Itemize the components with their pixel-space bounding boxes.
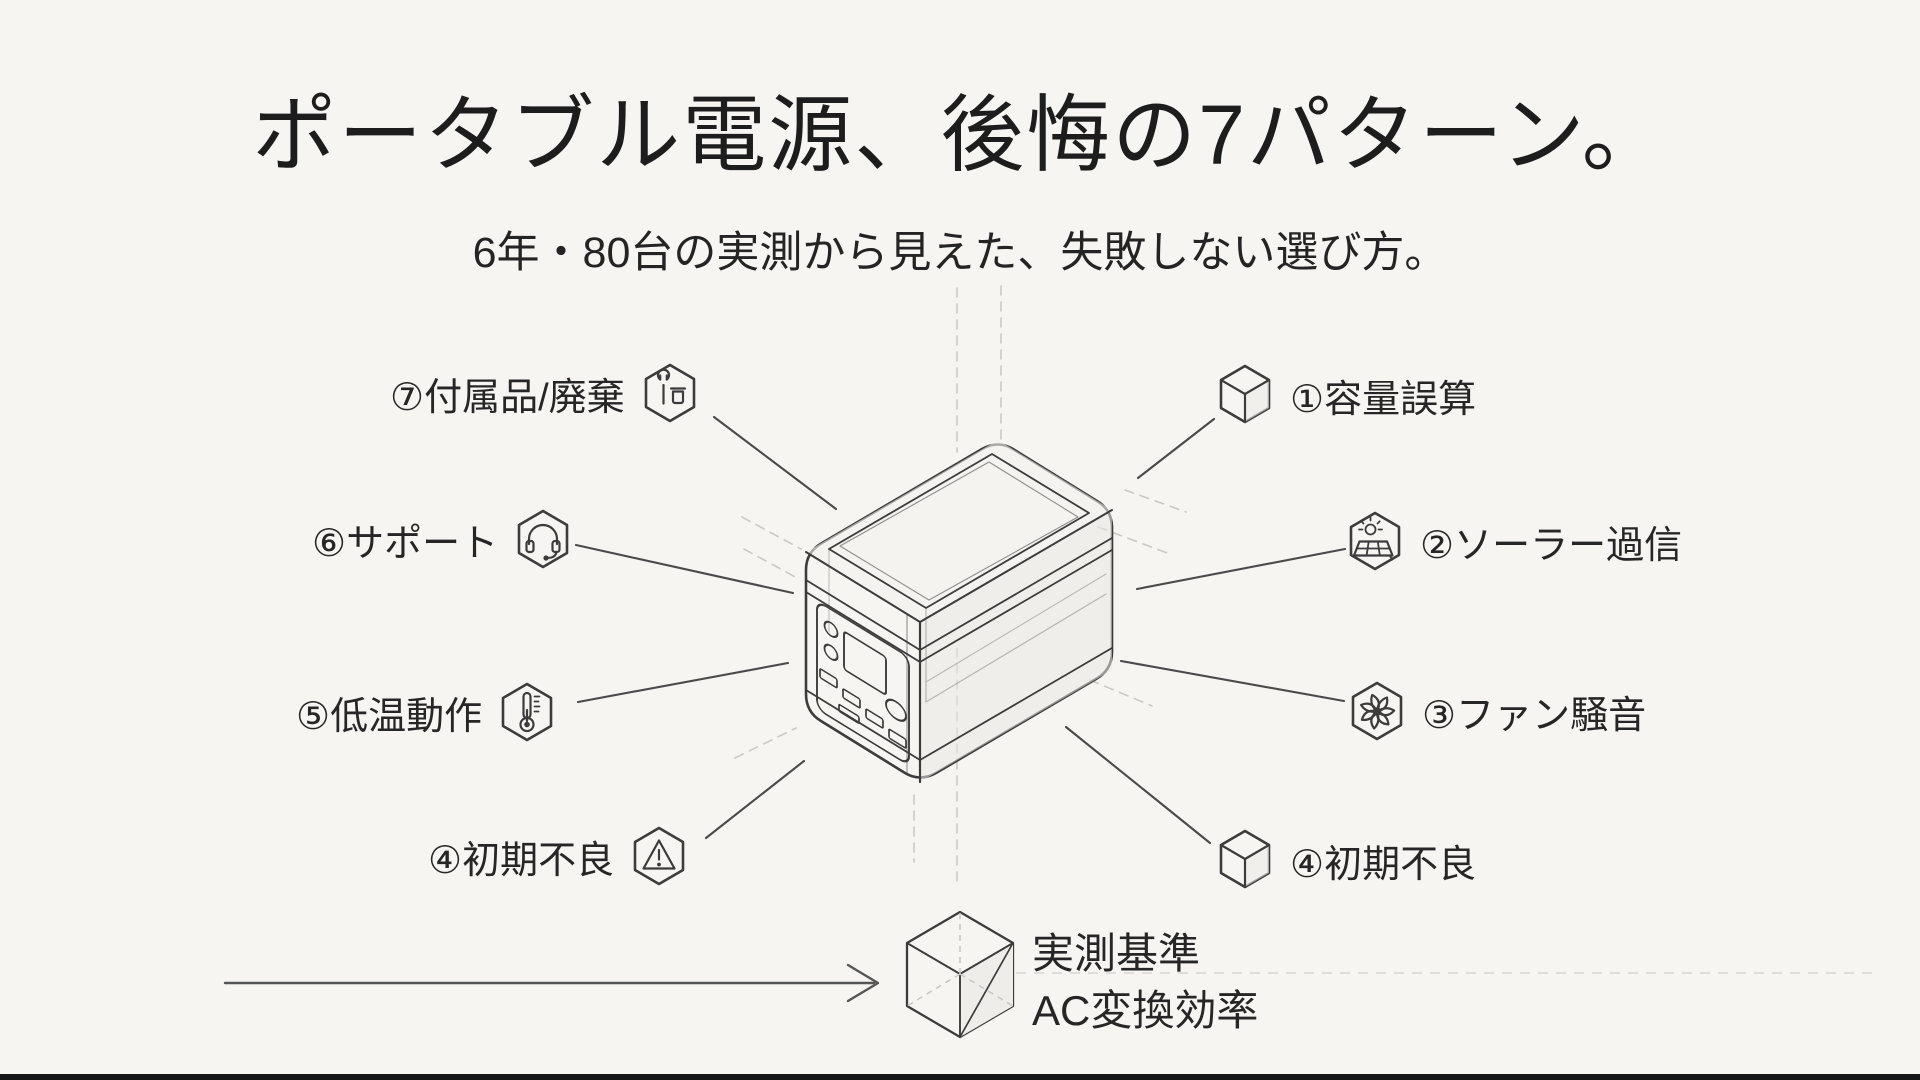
callout-capacity-miscalculation: ①容量誤算 [1216,363,1476,427]
power-station-illustration [804,440,1114,784]
bottom-edge-strip [0,1074,1920,1080]
flow-arrow [223,963,880,1003]
callout-label: ②ソーラー過信 [1420,524,1683,567]
construction-lines [734,285,1187,885]
callout-accessories-disposal: ⑦付属品/廃棄 [390,362,699,424]
leader-lines [574,415,1347,845]
cube-icon [1219,364,1271,424]
control-panel [816,603,910,763]
page-title: ポータブル電源、後悔の7パターン。 [252,88,1668,182]
solar-panel-icon [1349,511,1401,571]
callout-label: ⑤低温動作 [296,695,483,738]
thermometer-icon [501,682,553,742]
measured-cube-icon [905,910,1872,1039]
callout-low-temperature-operation: ⑤低温動作 [296,681,556,743]
fan-icon [1351,681,1403,741]
page-subtitle: 6年・80台の実測から見えた、失敗しない選び方。 [472,229,1448,277]
wrench-trash-icon [644,363,695,423]
warning-triangle-icon [633,826,685,886]
callout-initial-defect-left: ④初期不良 [428,825,688,887]
callout-solar-overconfidence: ②ソーラー過信 [1346,510,1682,572]
callout-label: ⑦付属品/廃棄 [390,376,625,419]
callout-label: ⑥サポート [312,522,499,565]
callout-label: ④初期不良 [1290,843,1477,886]
cube-icon [1219,829,1271,889]
callout-label: ④初期不良 [428,839,615,882]
legend-line1: 実測基準 [1032,930,1201,977]
callout-fan-noise: ③ファン騒音 [1348,680,1646,742]
callout-label: ③ファン騒音 [1422,694,1647,737]
callout-initial-defect-right: ④初期不良 [1216,828,1476,892]
headset-icon [517,509,569,569]
legend-line2: AC変換効率 [1032,987,1259,1034]
callout-label: ①容量誤算 [1290,378,1477,421]
callout-support: ⑥サポート [312,508,572,570]
